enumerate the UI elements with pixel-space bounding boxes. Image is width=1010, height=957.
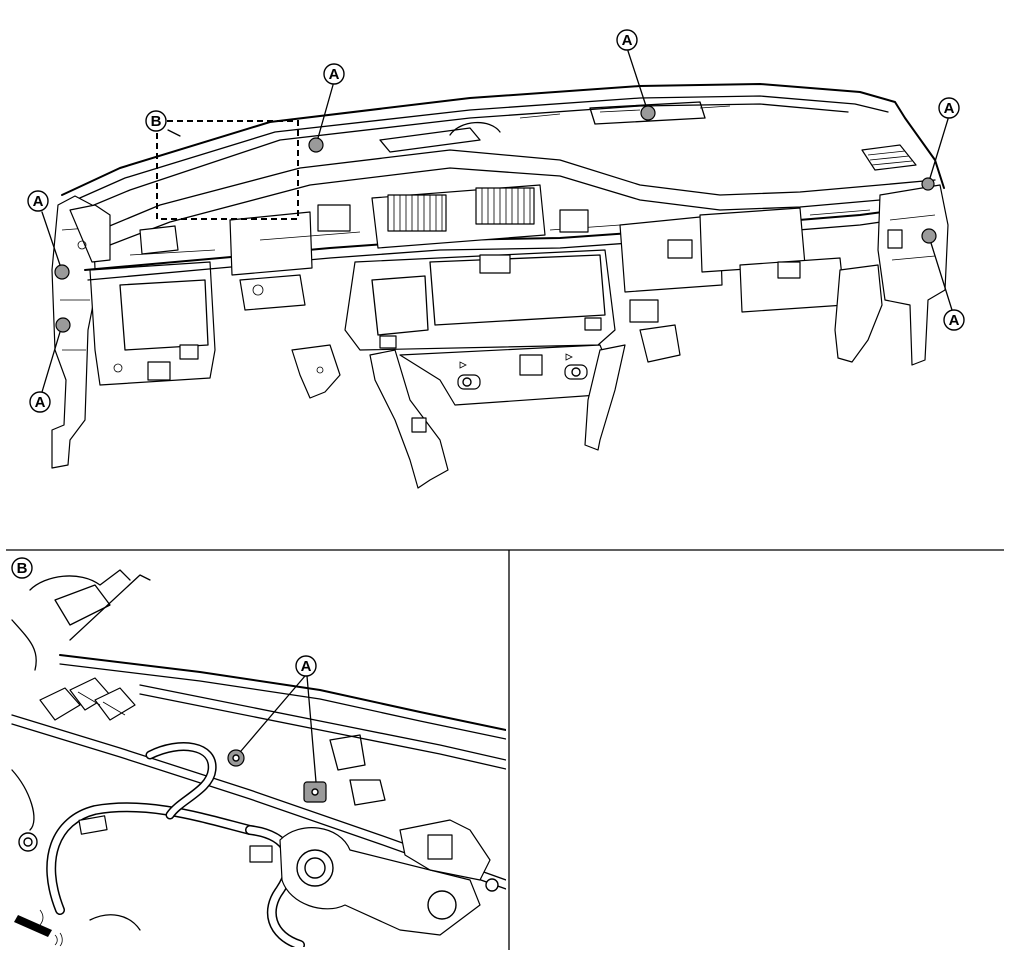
left-lower-foot: [291, 344, 341, 399]
callout-a3-letter: A: [944, 100, 955, 117]
callout-b: B: [145, 110, 167, 132]
callout-b-letter: B: [151, 113, 162, 130]
section-b-frame: [156, 120, 299, 220]
clip-a4: [921, 228, 937, 244]
instrument-panel-top: [61, 83, 945, 246]
clip-markers: [54, 105, 937, 333]
clip-a5: [54, 264, 70, 280]
detail-right-mechanism: [329, 734, 499, 892]
audio-unit: [371, 184, 546, 249]
center-leg-right: [584, 344, 626, 451]
left-side-bracket: [51, 195, 111, 469]
detail-callout-a-letter: A: [301, 658, 312, 675]
lower-bracket-bolt: [279, 827, 481, 936]
center-display-frame: [344, 249, 616, 351]
callout-a4: A: [943, 309, 965, 331]
audio-heatsink-right: [475, 187, 535, 225]
detail-left-misc: [11, 769, 141, 931]
clip-a2: [640, 105, 656, 121]
leader-lines: [41, 50, 953, 393]
right-side-bracket: [834, 184, 949, 366]
callout-a2: A: [616, 29, 638, 51]
left-knee-bolster-frame: [89, 261, 216, 386]
callout-a2-letter: A: [622, 32, 633, 49]
detail-view-label: B: [11, 557, 33, 579]
callout-a5: A: [27, 190, 49, 212]
callout-a5-letter: A: [33, 193, 44, 210]
detail-callout-a: A: [295, 655, 317, 677]
clip-a3: [921, 177, 935, 191]
callout-a1: A: [323, 63, 345, 85]
right-structure: [619, 207, 846, 363]
callout-a6-letter: A: [35, 394, 46, 411]
callout-a1-letter: A: [329, 66, 340, 83]
detail-view-b: B A: [11, 557, 506, 947]
callout-a4-letter: A: [949, 312, 960, 329]
center-stack-bracket: [399, 344, 611, 406]
center-leg-left: [369, 349, 449, 489]
wiring-harness: [46, 742, 305, 947]
callout-a6: A: [29, 391, 51, 413]
main-assembly-view: A A A A A A B: [27, 29, 965, 489]
clip-a1: [308, 137, 324, 153]
front-direction-arrow: [14, 909, 63, 947]
harness-connectors: [39, 677, 136, 721]
audio-heatsink-left: [387, 194, 447, 232]
detail-view-label-letter: B: [17, 560, 28, 577]
callout-a3: A: [938, 97, 960, 119]
cross-car-details: [129, 204, 871, 274]
detail-clip-right: [303, 781, 327, 803]
clip-a6: [55, 317, 71, 333]
